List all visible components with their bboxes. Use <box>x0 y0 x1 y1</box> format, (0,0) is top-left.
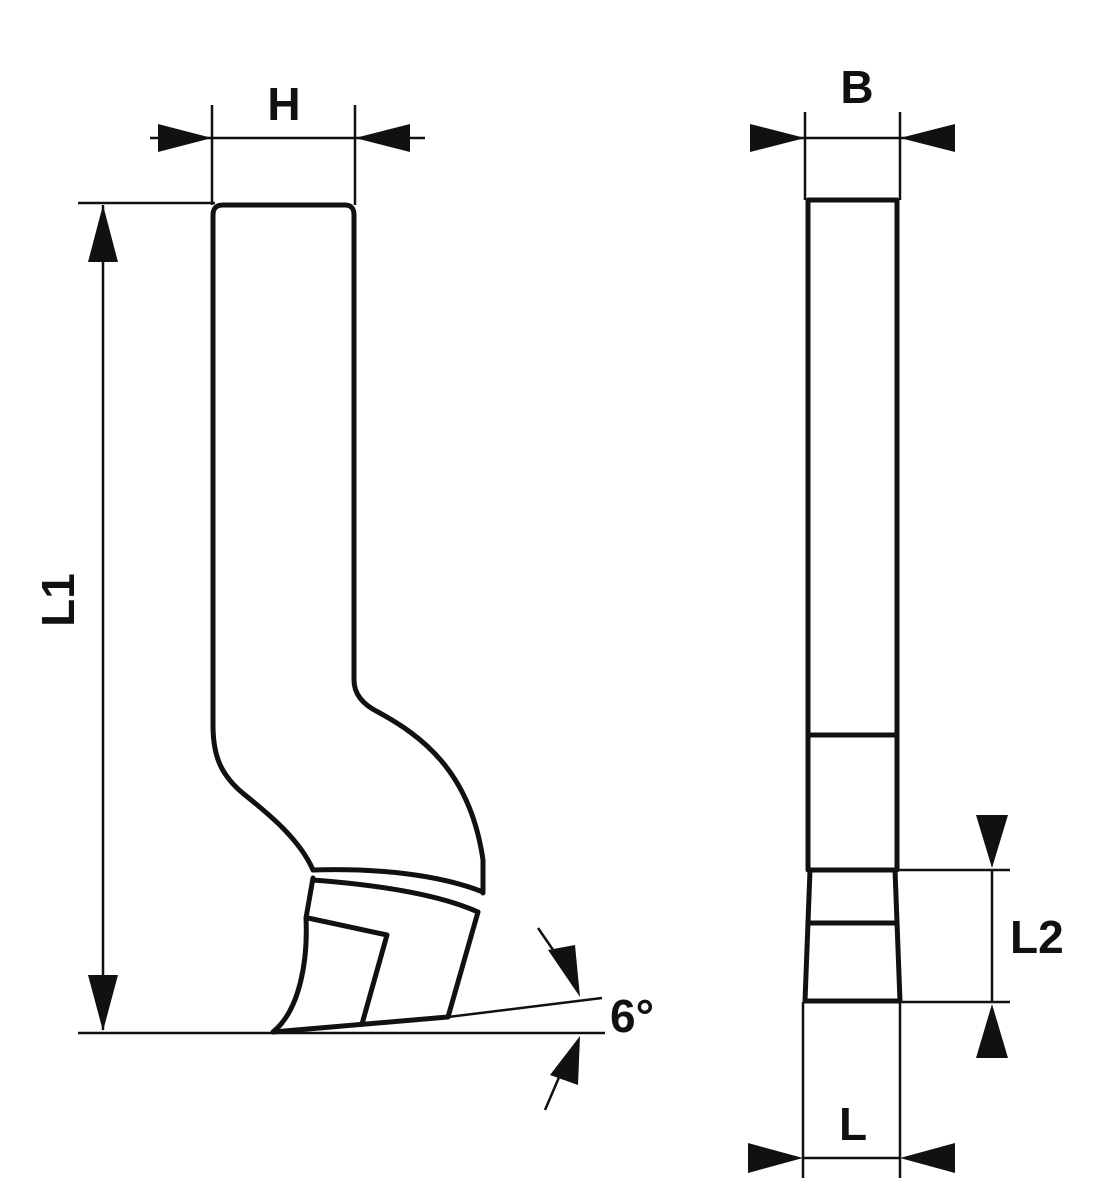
l-label: L <box>839 1098 867 1150</box>
l-arrow-right <box>900 1143 955 1173</box>
l1-arrow-bottom <box>88 975 118 1031</box>
l1-arrow-top <box>88 205 118 262</box>
braze-band-bottom <box>310 877 481 915</box>
tip-outline <box>802 867 903 1004</box>
insert-left-edge <box>270 875 316 1035</box>
angle-label: 6° <box>610 990 654 1042</box>
angle-arrow-bottom <box>550 1036 580 1085</box>
b-label: B <box>840 61 873 113</box>
l2-arrow-top <box>976 815 1008 868</box>
angle-arrow-top <box>548 945 580 997</box>
h-arrow-right <box>355 124 410 152</box>
insert-chipbreaker <box>305 915 390 1027</box>
l1-label: L1 <box>32 573 84 627</box>
braze-band-top <box>310 867 486 895</box>
l2-arrow-bottom <box>976 1004 1008 1058</box>
angle-line <box>447 996 603 1019</box>
shank-outline <box>805 197 900 873</box>
side-view: 6° H L1 <box>32 78 654 1111</box>
l2-label: L2 <box>1010 911 1064 963</box>
h-label: H <box>267 78 300 130</box>
h-arrow-left <box>158 124 212 152</box>
insert-cutting-edge <box>270 1014 451 1035</box>
b-arrow-right <box>900 124 955 152</box>
angle-arrow-bottom-shaft <box>543 1074 562 1111</box>
front-view: B L2 L <box>748 61 1064 1178</box>
b-arrow-left <box>750 124 805 152</box>
l-arrow-left <box>748 1143 803 1173</box>
tool-body-outline <box>210 202 486 896</box>
insert-right-edge <box>445 909 481 1020</box>
